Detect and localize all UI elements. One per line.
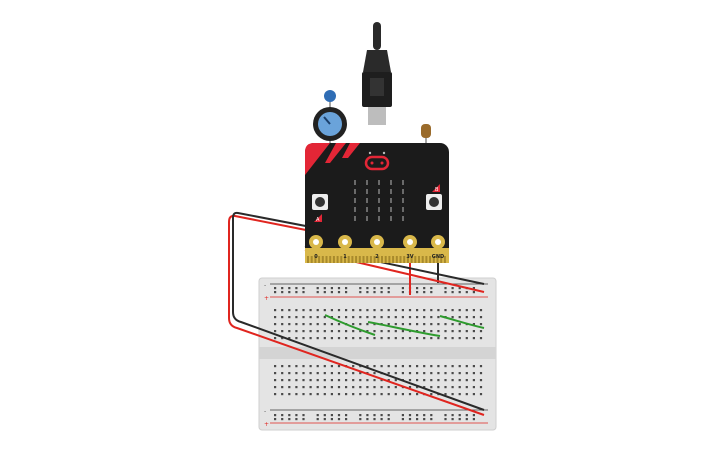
led: [366, 198, 368, 203]
button-a-label: A: [316, 217, 320, 223]
potentiometer-icon[interactable]: [313, 90, 347, 148]
pin-label-0: 0: [314, 254, 318, 260]
led: [390, 216, 392, 221]
led: [390, 189, 392, 194]
led: [402, 189, 404, 194]
led: [378, 198, 380, 203]
led: [402, 180, 404, 185]
led: [354, 198, 356, 203]
button-b-label: B: [435, 187, 439, 193]
button-a[interactable]: A: [312, 194, 328, 223]
button-b[interactable]: B: [426, 184, 442, 210]
rail-plus-label-top: +: [264, 295, 269, 302]
led: [366, 216, 368, 221]
black-loop-wire: [232, 211, 485, 411]
led: [366, 189, 368, 194]
led: [390, 198, 392, 203]
led: [378, 216, 380, 221]
led: [354, 180, 356, 185]
rail-plus-label-bottom: +: [264, 421, 269, 428]
led: [366, 207, 368, 212]
led: [378, 180, 380, 185]
led: [354, 207, 356, 212]
led: [378, 189, 380, 194]
led: [402, 216, 404, 221]
led: [378, 207, 380, 212]
led: [390, 180, 392, 185]
led: [390, 207, 392, 212]
led: [366, 180, 368, 185]
rail-minus-label-top: -: [264, 282, 266, 289]
pin-label-gnd: GND: [432, 254, 444, 260]
led-matrix: [354, 180, 404, 221]
microbit-logo-icon: [364, 155, 390, 171]
led: [402, 198, 404, 203]
pin-label-2: 2: [375, 254, 379, 260]
rail-minus-label-bottom: -: [264, 408, 266, 415]
green-wires[interactable]: [324, 314, 485, 337]
led: [402, 207, 404, 212]
pin-label-1: 1: [343, 254, 347, 260]
usb-cable-icon[interactable]: [362, 22, 392, 125]
pin-label-3v: 3V: [406, 254, 413, 260]
edge-connector: [307, 256, 446, 263]
led: [354, 216, 356, 221]
breadboard-holes[interactable]: [274, 287, 483, 421]
led: [354, 189, 356, 194]
microbit-board[interactable]: A B 0 1 2 3V GND: [305, 143, 449, 263]
